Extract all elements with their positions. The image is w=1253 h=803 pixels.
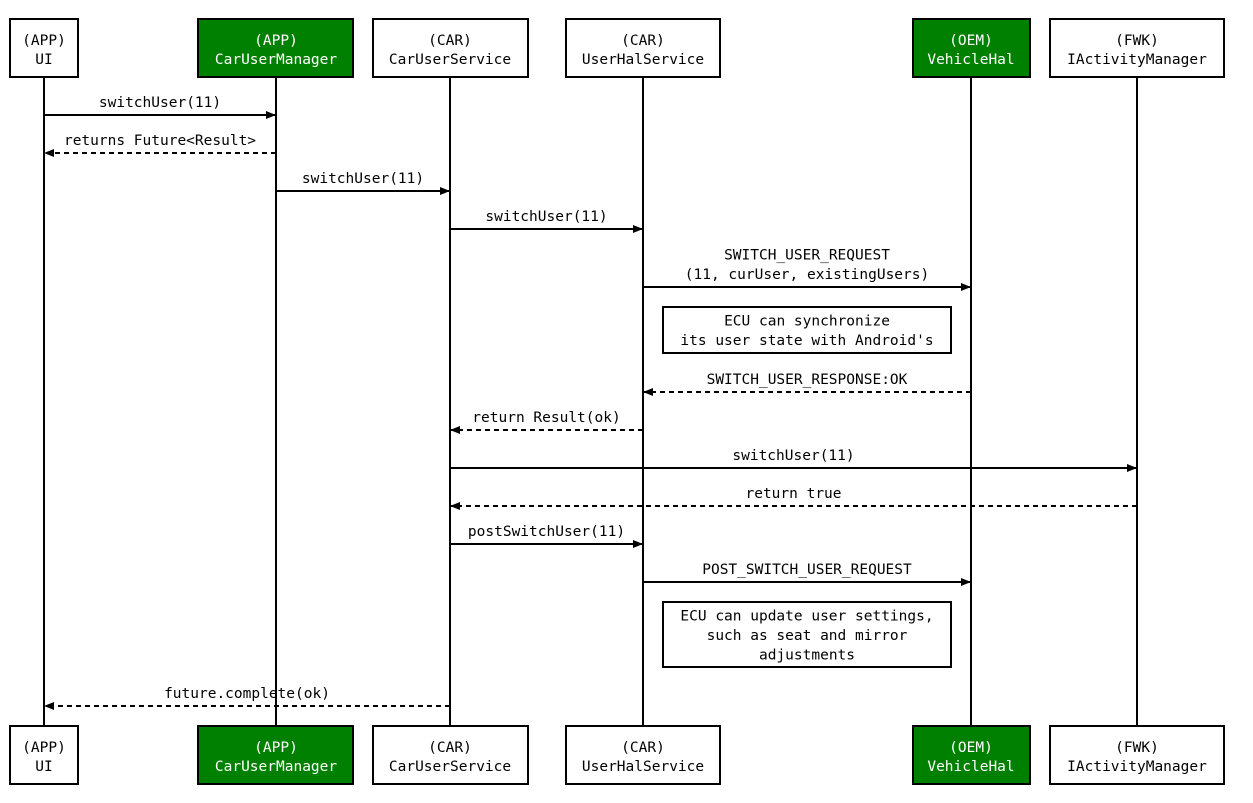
participant-box xyxy=(912,18,1031,78)
participant-box xyxy=(912,725,1031,785)
participant-name: CarUserService xyxy=(389,52,511,68)
participant-name: UserHalService xyxy=(582,759,704,775)
message-mgr-to-ui: returns Future<Result> xyxy=(44,133,276,157)
participant-box xyxy=(1049,725,1225,785)
participant-name: UserHalService xyxy=(582,52,704,68)
participant-ui-bottom: (APP) UI xyxy=(9,725,79,785)
participant-namespace: (OEM) xyxy=(949,33,993,49)
participant-namespace: (APP) xyxy=(254,740,298,756)
participant-name: VehicleHal xyxy=(927,52,1014,68)
note: ECU can synchronize its user state with A… xyxy=(662,306,952,354)
message-hal-to-vhal: SWITCH_USER_REQUEST (11, curUser, existin… xyxy=(643,248,971,291)
message-label: postSwitchUser(11) xyxy=(468,524,625,540)
message-label: switchUser(11) xyxy=(99,95,221,111)
participant-namespace: (CAR) xyxy=(428,740,472,756)
participant-svc-bottom: (CAR) CarUserService xyxy=(372,725,529,785)
message-label: (11, curUser, existingUsers) xyxy=(685,267,929,283)
message-label: switchUser(11) xyxy=(302,171,424,187)
message-label: SWITCH_USER_REQUEST xyxy=(724,248,890,264)
note-box xyxy=(662,601,952,668)
note-text: adjustments xyxy=(759,647,855,663)
participant-namespace: (FWK) xyxy=(1115,740,1159,756)
participant-box xyxy=(372,725,529,785)
note-text: ECU can update user settings, xyxy=(680,608,933,624)
participant-vhal-bottom: (OEM) VehicleHal xyxy=(912,725,1031,785)
message-ui-to-mgr: switchUser(11) xyxy=(44,95,276,119)
participant-am-top: (FWK) IActivityManager xyxy=(1049,18,1225,78)
participant-name: CarUserManager xyxy=(215,52,337,68)
participant-namespace: (FWK) xyxy=(1115,33,1159,49)
participant-box xyxy=(372,18,529,78)
participant-namespace: (CAR) xyxy=(621,33,665,49)
participant-box xyxy=(1049,18,1225,78)
participant-box xyxy=(565,725,721,785)
participant-name: IActivityManager xyxy=(1067,759,1207,775)
message-mgr-to-svc: switchUser(11) xyxy=(276,171,450,195)
participant-vhal-top: (OEM) VehicleHal xyxy=(912,18,1031,78)
participant-name: IActivityManager xyxy=(1067,52,1207,68)
message-label: switchUser(11) xyxy=(732,448,854,464)
message-label: return Result(ok) xyxy=(472,410,620,426)
participant-namespace: (CAR) xyxy=(428,33,472,49)
note: ECU can update user settings, such as sea… xyxy=(662,601,952,668)
participant-box xyxy=(197,725,354,785)
participant-box xyxy=(9,725,79,785)
participant-name: CarUserManager xyxy=(215,759,337,775)
note-text: ECU can synchronize xyxy=(724,314,890,330)
participant-namespace: (OEM) xyxy=(949,740,993,756)
message-label: switchUser(11) xyxy=(485,209,607,225)
message-label: POST_SWITCH_USER_REQUEST xyxy=(702,562,912,578)
participant-namespace: (APP) xyxy=(22,740,66,756)
message-svc-to-ui: future.complete(ok) xyxy=(44,686,450,710)
participant-hal-bottom: (CAR) UserHalService xyxy=(565,725,721,785)
note-text: such as seat and mirror xyxy=(707,628,908,644)
message-label: return true xyxy=(745,486,841,502)
participant-name: UI xyxy=(35,52,52,68)
message-svc-to-hal: postSwitchUser(11) xyxy=(450,524,643,548)
participant-am-bottom: (FWK) IActivityManager xyxy=(1049,725,1225,785)
participant-mgr-top: (APP) CarUserManager xyxy=(197,18,354,78)
message-label: future.complete(ok) xyxy=(164,686,330,702)
participant-box xyxy=(565,18,721,78)
participant-namespace: (APP) xyxy=(22,33,66,49)
message-svc-to-hal: switchUser(11) xyxy=(450,209,643,233)
message-vhal-to-hal: SWITCH_USER_RESPONSE:OK xyxy=(643,372,971,396)
participant-mgr-bottom: (APP) CarUserManager xyxy=(197,725,354,785)
note-box xyxy=(662,306,952,354)
participant-hal-top: (CAR) UserHalService xyxy=(565,18,721,78)
participant-name: VehicleHal xyxy=(927,759,1014,775)
message-label: returns Future<Result> xyxy=(64,133,256,149)
participant-box xyxy=(197,18,354,78)
participant-namespace: (CAR) xyxy=(621,740,665,756)
participant-svc-top: (CAR) CarUserService xyxy=(372,18,529,78)
message-hal-to-svc: return Result(ok) xyxy=(450,410,643,434)
participant-ui-top: (APP) UI xyxy=(9,18,79,78)
message-am-to-svc: return true xyxy=(450,486,1137,510)
message-svc-to-am: switchUser(11) xyxy=(450,448,1137,472)
message-hal-to-vhal: POST_SWITCH_USER_REQUEST xyxy=(643,562,971,586)
participant-name: UI xyxy=(35,759,52,775)
participant-namespace: (APP) xyxy=(254,33,298,49)
participant-box xyxy=(9,18,79,78)
note-text: its user state with Android's xyxy=(680,333,933,349)
participant-name: CarUserService xyxy=(389,759,511,775)
message-label: SWITCH_USER_RESPONSE:OK xyxy=(707,372,908,388)
